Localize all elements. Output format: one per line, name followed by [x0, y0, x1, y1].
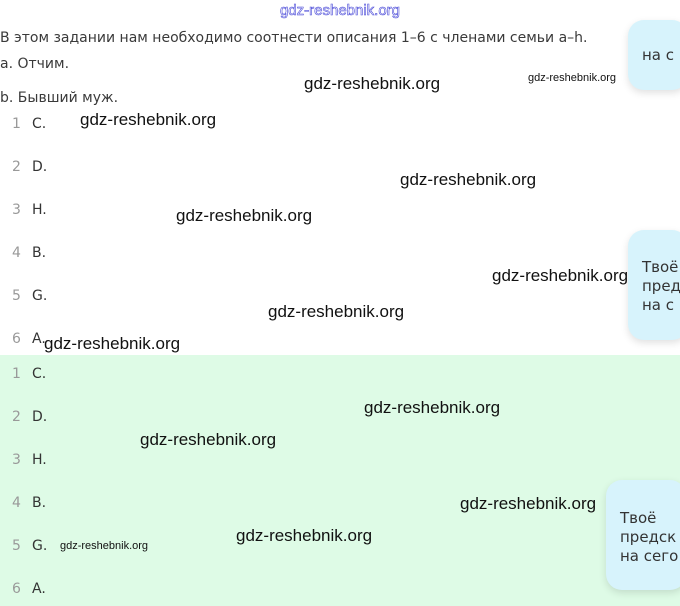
item-b: b. Бывший муж. [0, 90, 119, 106]
answer-section-green [0, 355, 680, 606]
answer-number: 3 [12, 452, 21, 468]
watermark: gdz-reshebnik.org [44, 334, 181, 353]
answer-number: 5 [12, 288, 21, 304]
answer-number: 6 [12, 581, 21, 597]
watermark: gdz-reshebnik.org [176, 206, 313, 225]
promo-card-top[interactable]: на с [628, 20, 680, 90]
top-watermark: gdz-reshebnik.org [279, 2, 401, 20]
watermark: gdz-reshebnik.org [304, 74, 441, 93]
answer-letter: A. [32, 581, 46, 597]
answer-number: 1 [12, 116, 21, 132]
watermark: gdz-reshebnik.org [400, 170, 537, 189]
answer-letter: D. [32, 159, 48, 175]
answer-letter: B. [32, 245, 47, 261]
watermark: gdz-reshebnik.org [140, 430, 277, 449]
intro-text: В этом задании нам необходимо соотнести … [0, 30, 588, 46]
answer-number: 5 [12, 538, 21, 554]
watermark: gdz-reshebnik.org [60, 540, 149, 552]
answer-letter: H. [32, 452, 47, 468]
answer-number: 4 [12, 245, 21, 261]
answer-letter: H. [32, 202, 47, 218]
promo-card-middle[interactable]: Твоё пред на с [628, 230, 680, 340]
answer-number: 2 [12, 409, 21, 425]
answer-number: 2 [12, 159, 21, 175]
answer-letter: A. [32, 331, 46, 347]
watermark: gdz-reshebnik.org [528, 72, 617, 84]
answer-letter: C. [32, 116, 47, 132]
watermark: gdz-reshebnik.org [492, 266, 629, 285]
answer-letter: G. [32, 538, 48, 554]
answer-letter: G. [32, 288, 48, 304]
item-a: a. Отчим. [0, 56, 70, 72]
watermark: gdz-reshebnik.org [268, 302, 405, 321]
watermark: gdz-reshebnik.org [236, 526, 373, 545]
answer-letter: B. [32, 495, 47, 511]
answer-number: 3 [12, 202, 21, 218]
answer-number: 4 [12, 495, 21, 511]
watermark: gdz-reshebnik.org [80, 110, 217, 129]
watermark: gdz-reshebnik.org [364, 398, 501, 417]
answer-number: 6 [12, 331, 21, 347]
answer-number: 1 [12, 366, 21, 382]
watermark: gdz-reshebnik.org [460, 494, 597, 513]
answer-letter: C. [32, 366, 47, 382]
promo-card-bottom[interactable]: Твоё предск на сего [606, 480, 680, 590]
answer-letter: D. [32, 409, 48, 425]
